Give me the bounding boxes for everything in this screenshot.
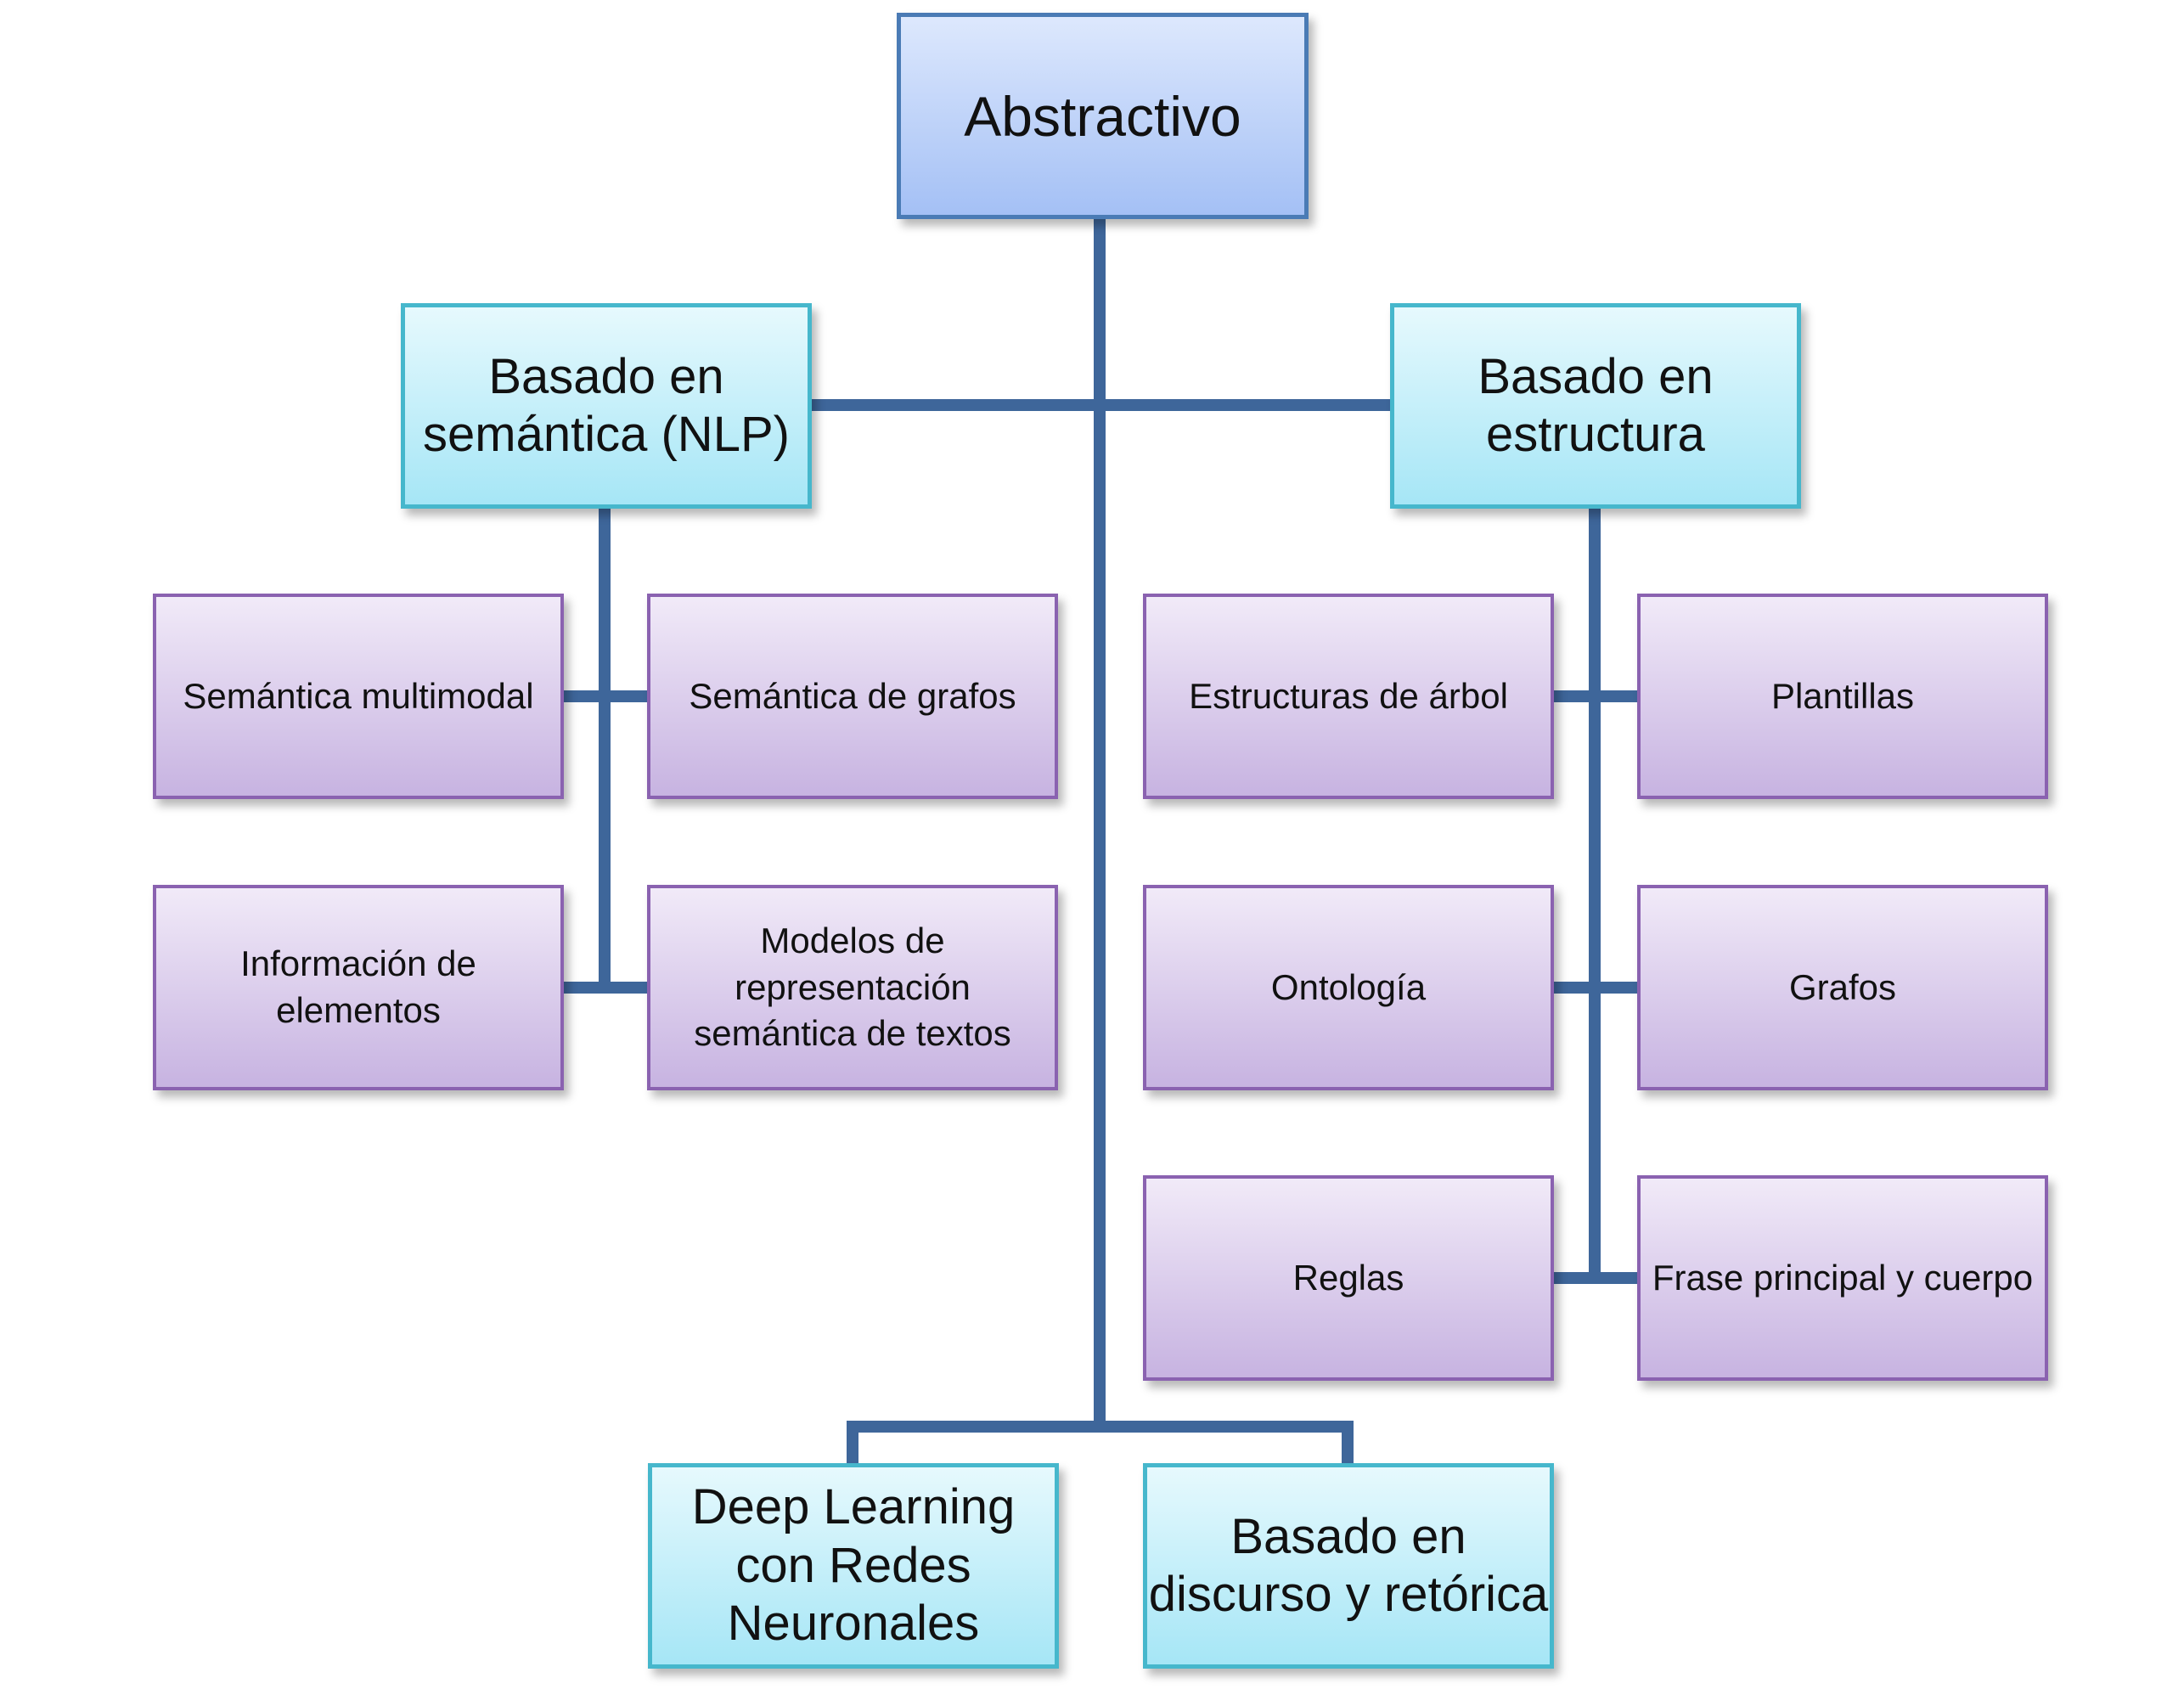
category-estructura: Basado en estructura <box>1390 303 1801 509</box>
item-informacion-de-elementos: Información de elementos <box>153 885 564 1090</box>
root-node-abstractivo: Abstractivo <box>897 13 1309 219</box>
item-reglas: Reglas <box>1143 1175 1554 1381</box>
item-modelos-representacion: Modelos de representación semántica de t… <box>647 885 1058 1090</box>
category-deep-learning: Deep Learning con Redes Neuronales <box>648 1463 1059 1669</box>
item-semantica-multimodal: Semántica multimodal <box>153 594 564 799</box>
item-ontologia: Ontología <box>1143 885 1554 1090</box>
item-estructuras-de-arbol: Estructuras de árbol <box>1143 594 1554 799</box>
category-discurso: Basado en discurso y retórica <box>1143 1463 1554 1669</box>
category-semantica: Basado en semántica (NLP) <box>401 303 812 509</box>
connector-root-to-bottom <box>847 1421 1354 1469</box>
item-plantillas: Plantillas <box>1637 594 2048 799</box>
item-grafos: Grafos <box>1637 885 2048 1090</box>
item-semantica-de-grafos: Semántica de grafos <box>647 594 1058 799</box>
item-frase-principal-y-cuerpo: Frase principal y cuerpo <box>1637 1175 2048 1381</box>
